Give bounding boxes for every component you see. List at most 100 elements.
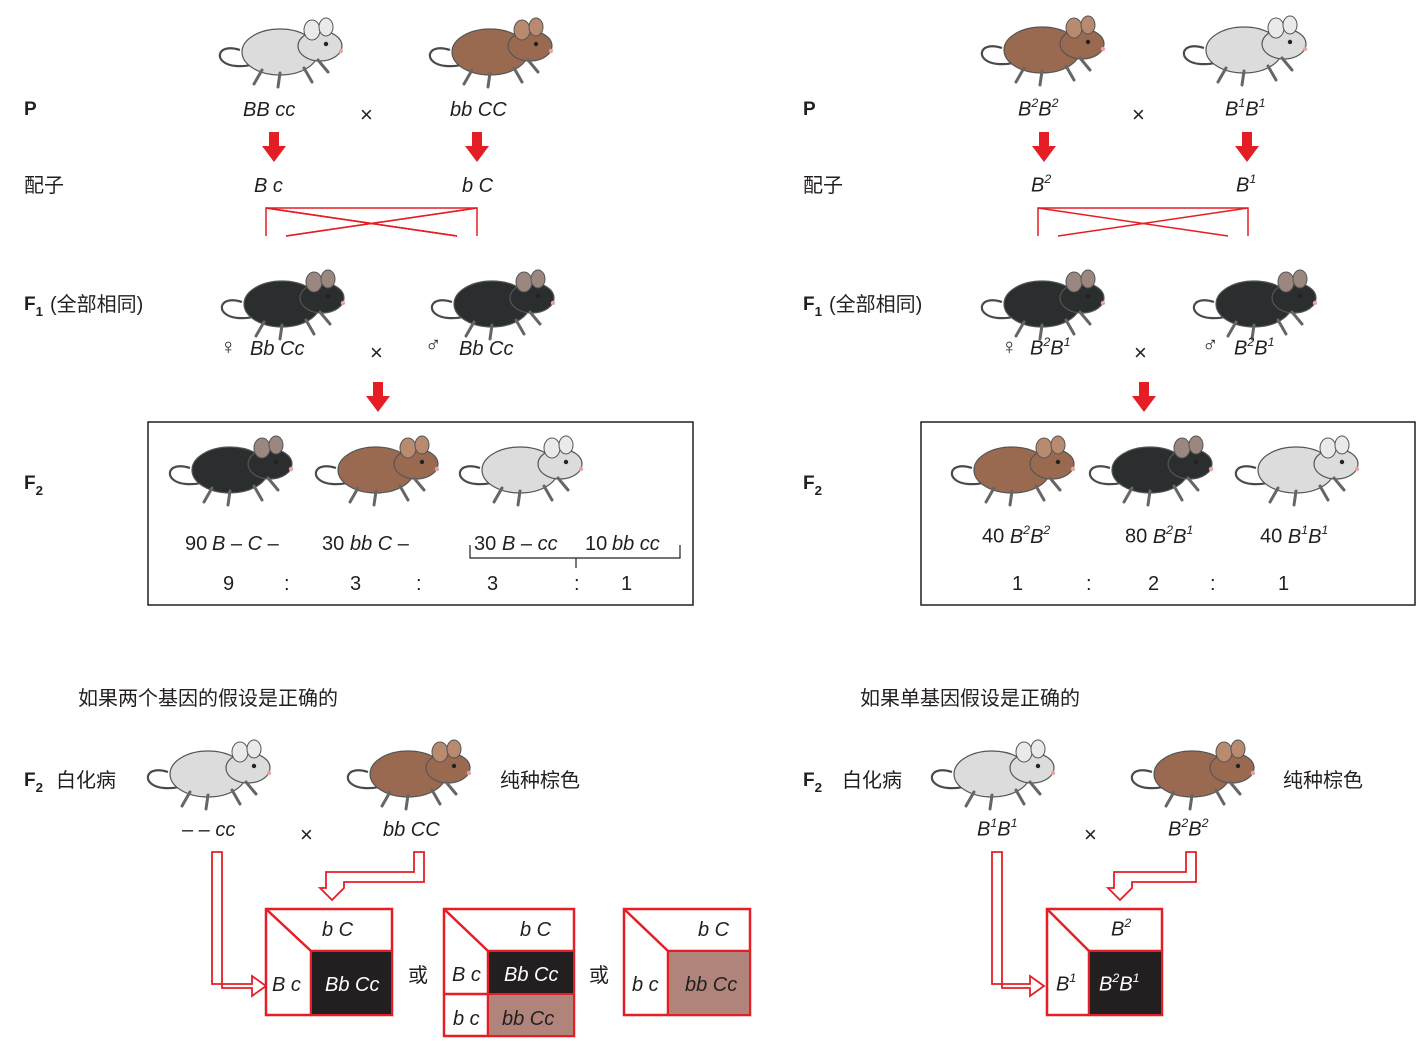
mouse-icon	[458, 434, 585, 507]
ratio-4: 1	[621, 573, 633, 595]
ratio-colon: :	[284, 573, 290, 595]
sq2-cell-2: bb Cc	[502, 1008, 555, 1030]
hollow-arrow	[991, 851, 1046, 998]
female-symbol: ♀	[220, 334, 237, 359]
parent-genotype-1: BB cc	[243, 99, 296, 121]
mouse-icon	[1192, 268, 1319, 341]
mouse-icon	[168, 434, 295, 507]
sq3-top: b C	[698, 919, 730, 941]
albino-genotype: – – cc	[182, 819, 236, 841]
f1-genotype-1: B2B1	[1030, 334, 1071, 360]
parent-genotype-1: B2B2	[1018, 95, 1059, 121]
mouse-icon	[430, 268, 557, 341]
mouse-icon	[1130, 738, 1257, 811]
f1-genotype-2: B2B1	[1234, 334, 1275, 360]
albino-bracket	[469, 545, 681, 568]
f1-label: F1	[803, 294, 823, 320]
mouse-icon	[146, 738, 273, 811]
cross-icon: ×	[1134, 340, 1147, 365]
f2-entry-1: 40 B2B2	[982, 522, 1051, 548]
ratio-2: 3	[350, 573, 362, 595]
f2-count-3: 30	[474, 533, 497, 555]
pure-brown-label: 纯种棕色	[500, 770, 580, 792]
gamete-crossing-lines	[265, 207, 478, 237]
or-label: 或	[408, 965, 428, 987]
ratio-colon: :	[1086, 573, 1092, 595]
mouse-icon	[980, 14, 1107, 87]
gamete-label: 配子	[803, 175, 843, 197]
sq3-left: b c	[632, 974, 659, 996]
sq-top: B2	[1111, 915, 1132, 941]
red-down-arrow-icon	[1132, 382, 1156, 412]
brown-genotype: bb CC	[383, 819, 440, 841]
f2-genotype-2: bb C –	[350, 533, 409, 555]
albino-genotype: B1B1	[977, 815, 1018, 841]
sq2-top: b C	[520, 919, 552, 941]
punnett-square-3	[622, 907, 752, 1017]
parent-genotype-2: B1B1	[1225, 95, 1266, 121]
ratio-colon: :	[1210, 573, 1216, 595]
gamete-1: B2	[1031, 171, 1052, 197]
mouse-icon	[346, 738, 473, 811]
f2-box	[147, 421, 694, 606]
female-symbol: ♀	[1001, 334, 1018, 359]
mouse-icon	[950, 434, 1077, 507]
red-down-arrow-icon	[1032, 132, 1056, 162]
f2-count-1: 90	[185, 533, 208, 555]
albino-label: 白化病	[56, 770, 116, 792]
ratio-1: 1	[1012, 573, 1024, 595]
f2-count-2: 30	[322, 533, 345, 555]
sq-cell: B2B1	[1099, 970, 1140, 996]
gamete-1: B c	[254, 175, 283, 197]
f2-genotype-4: bb cc	[612, 533, 660, 555]
sq2-left-1: B c	[452, 964, 481, 986]
f2-count-4: 10	[585, 533, 608, 555]
sq1-left: B c	[272, 974, 301, 996]
f1-label: F1	[24, 294, 44, 320]
punnett-square-2	[442, 907, 576, 1038]
mouse-icon	[220, 268, 347, 341]
cross-icon: ×	[370, 340, 383, 365]
pure-brown-label: 纯种棕色	[1283, 770, 1363, 792]
brown-genotype: B2B2	[1168, 815, 1209, 841]
male-symbol: ♂	[1202, 332, 1219, 357]
sq2-cell-1: Bb Cc	[504, 964, 559, 986]
red-down-arrow-icon	[465, 132, 489, 162]
cross-icon: ×	[1084, 822, 1097, 847]
p-label: P	[803, 99, 816, 120]
albino-label: 白化病	[842, 770, 902, 792]
f2-genotype-3: B – cc	[502, 533, 558, 555]
ratio-3: 1	[1278, 573, 1290, 595]
mouse-icon	[428, 16, 555, 89]
f2-box	[920, 421, 1416, 606]
f1-note: (全部相同)	[829, 294, 923, 316]
f1-genotype-2: Bb Cc	[459, 338, 514, 360]
f2-entry-3: 40 B1B1	[1260, 522, 1329, 548]
p-label: P	[24, 99, 37, 120]
ratio-colon: :	[416, 573, 422, 595]
cross-icon: ×	[1132, 102, 1145, 127]
sq1-cell: Bb Cc	[325, 974, 380, 996]
punnett-square-single	[1045, 907, 1164, 1017]
mouse-icon	[980, 268, 1107, 341]
hypothesis-heading: 如果两个基因的假设是正确的	[78, 688, 338, 710]
ratio-3: 3	[487, 573, 499, 595]
mouse-icon	[1182, 14, 1309, 87]
red-down-arrow-icon	[366, 382, 390, 412]
f2-label: F2	[24, 473, 44, 499]
red-down-arrow-icon	[262, 132, 286, 162]
gamete-2: B1	[1236, 171, 1257, 197]
mouse-icon	[930, 738, 1057, 811]
mouse-icon	[1234, 434, 1361, 507]
f1-genotype-1: Bb Cc	[250, 338, 305, 360]
red-down-arrow-icon	[1235, 132, 1259, 162]
gamete-label: 配子	[24, 175, 64, 197]
f2-label: F2	[803, 473, 823, 499]
ratio-2: 2	[1148, 573, 1160, 595]
sq-left: B1	[1056, 970, 1077, 996]
ratio-colon: :	[574, 573, 580, 595]
punnett-square-1	[264, 907, 394, 1017]
f2-label: F2	[803, 770, 823, 796]
f1-note: (全部相同)	[50, 294, 144, 316]
